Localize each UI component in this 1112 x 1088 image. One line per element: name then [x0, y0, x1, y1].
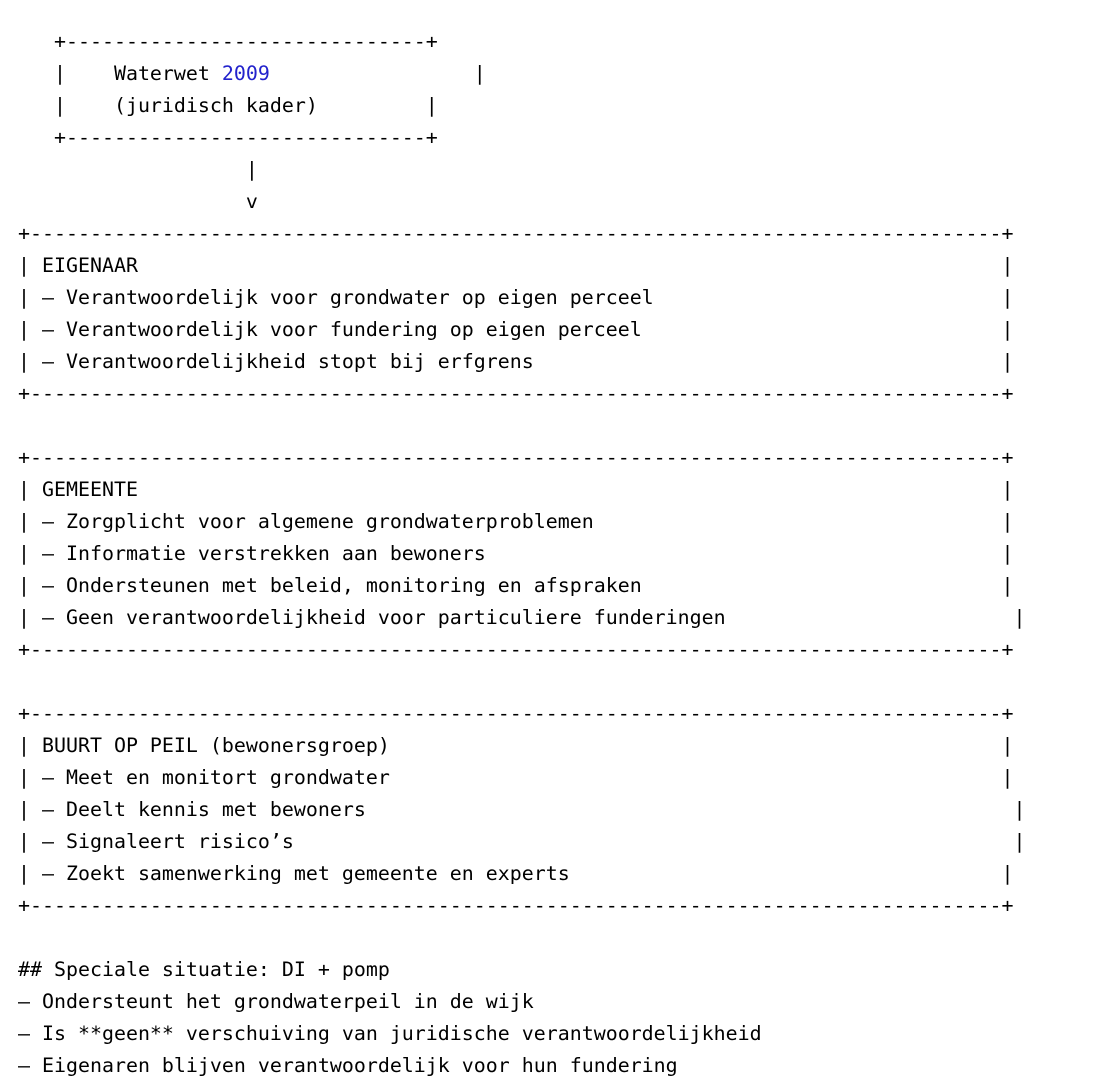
eigenaar-item-1: | – Verantwoordelijk voor grondwater op …: [18, 285, 1014, 309]
gemeente-item-4: | – Geen verantwoordelijkheid voor parti…: [18, 605, 1026, 629]
waterwet-title-suffix: |: [269, 61, 486, 85]
speciale-situatie-item-3: – Eigenaren blijven verantwoordelijk voo…: [18, 1053, 678, 1077]
spacer-line-1: [18, 410, 1112, 442]
gemeente-box-bottom-border: +---------------------------------------…: [18, 637, 1014, 661]
buurt-op-peil-item-2: | – Deelt kennis met bewoners |: [18, 797, 1026, 821]
eigenaar-box: +---------------------------------------…: [18, 218, 1112, 410]
speciale-situatie-item-2: – Is **geen** verschuiving van juridisch…: [18, 1021, 762, 1045]
buurt-op-peil-item-1: | – Meet en monitort grondwater |: [18, 765, 1014, 789]
arrow-stem: |: [18, 157, 258, 181]
gemeente-item-1: | – Zorgplicht voor algemene grondwaterp…: [18, 509, 1014, 533]
waterwet-box-bottom-border: +------------------------------+: [18, 125, 438, 149]
speciale-situatie-section: ## Speciale situatie: DI + pomp – Onderst…: [18, 954, 1112, 1082]
waterwet-title-prefix: | Waterwet: [18, 61, 222, 85]
spacer-line-3: [18, 922, 1112, 954]
buurt-op-peil-box-top-border: +---------------------------------------…: [18, 701, 1014, 725]
buurt-op-peil-item-4: | – Zoekt samenwerking met gemeente en e…: [18, 861, 1014, 885]
gemeente-item-2: | – Informatie verstrekken aan bewoners …: [18, 541, 1014, 565]
gemeente-item-3: | – Ondersteunen met beleid, monitoring …: [18, 573, 1014, 597]
speciale-situatie-item-1: – Ondersteunt het grondwaterpeil in de w…: [18, 989, 534, 1013]
eigenaar-item-2: | – Verantwoordelijk voor fundering op e…: [18, 317, 1014, 341]
spacer-line-2: [18, 666, 1112, 698]
waterwet-box-subtitle-line: | (juridisch kader) |: [18, 93, 438, 117]
buurt-op-peil-box-bottom-border: +---------------------------------------…: [18, 893, 1014, 917]
speciale-situatie-heading: ## Speciale situatie: DI + pomp: [18, 957, 390, 981]
ascii-diagram-canvas: +------------------------------+ | Water…: [0, 20, 1112, 1088]
waterwet-box-title-line: | Waterwet 2009 |: [18, 58, 1112, 90]
waterwet-title-box: +------------------------------+ | Water…: [18, 26, 1112, 154]
buurt-op-peil-item-3: | – Signaleert risico’s |: [18, 829, 1026, 853]
eigenaar-box-heading: | EIGENAAR |: [18, 253, 1014, 277]
gemeente-box: +---------------------------------------…: [18, 442, 1112, 666]
buurt-op-peil-box: +---------------------------------------…: [18, 698, 1112, 922]
waterwet-year-token: 2009: [221, 61, 270, 85]
downward-arrow-connector: | v: [18, 154, 1112, 218]
eigenaar-box-bottom-border: +---------------------------------------…: [18, 381, 1014, 405]
eigenaar-item-3: | – Verantwoordelijkheid stopt bij erfgr…: [18, 349, 1014, 373]
gemeente-box-heading: | GEMEENTE |: [18, 477, 1014, 501]
arrow-head-icon: v: [18, 189, 258, 213]
eigenaar-box-top-border: +---------------------------------------…: [18, 221, 1014, 245]
gemeente-box-top-border: +---------------------------------------…: [18, 445, 1014, 469]
buurt-op-peil-box-heading: | BUURT OP PEIL (bewonersgroep) |: [18, 733, 1014, 757]
waterwet-box-top-border: +------------------------------+: [18, 29, 438, 53]
